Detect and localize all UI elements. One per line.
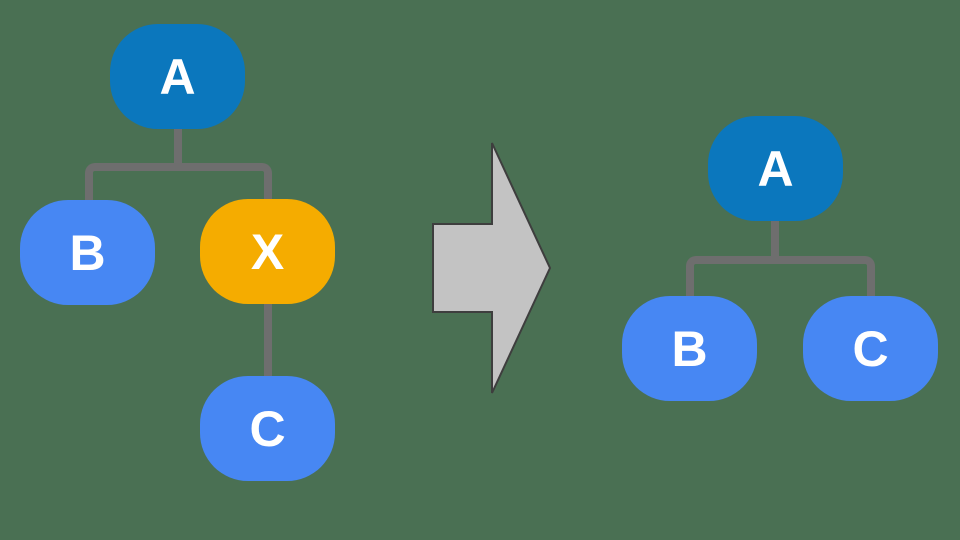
connector-a-children-bracket-after bbox=[686, 256, 875, 297]
node-b-before: B bbox=[20, 200, 155, 305]
connector-a-stem-before bbox=[174, 124, 182, 167]
node-c-after-label: C bbox=[852, 320, 889, 377]
node-a-after: A bbox=[708, 116, 843, 221]
node-a-after-label: A bbox=[757, 140, 794, 197]
connector-x-to-c bbox=[264, 300, 272, 380]
node-c-after: C bbox=[803, 296, 938, 401]
node-x-before: X bbox=[200, 199, 335, 304]
connector-a-stem-after bbox=[771, 218, 779, 260]
node-b-after-label: B bbox=[671, 320, 708, 377]
node-a-before-label: A bbox=[159, 48, 196, 105]
transform-right-arrow-icon bbox=[432, 142, 552, 394]
node-a-before: A bbox=[110, 24, 245, 129]
node-c-before: C bbox=[200, 376, 335, 481]
connector-a-children-bracket-before bbox=[85, 163, 272, 203]
node-c-before-label: C bbox=[249, 400, 286, 457]
node-b-before-label: B bbox=[69, 224, 106, 281]
node-x-before-label: X bbox=[250, 223, 285, 280]
node-b-after: B bbox=[622, 296, 757, 401]
